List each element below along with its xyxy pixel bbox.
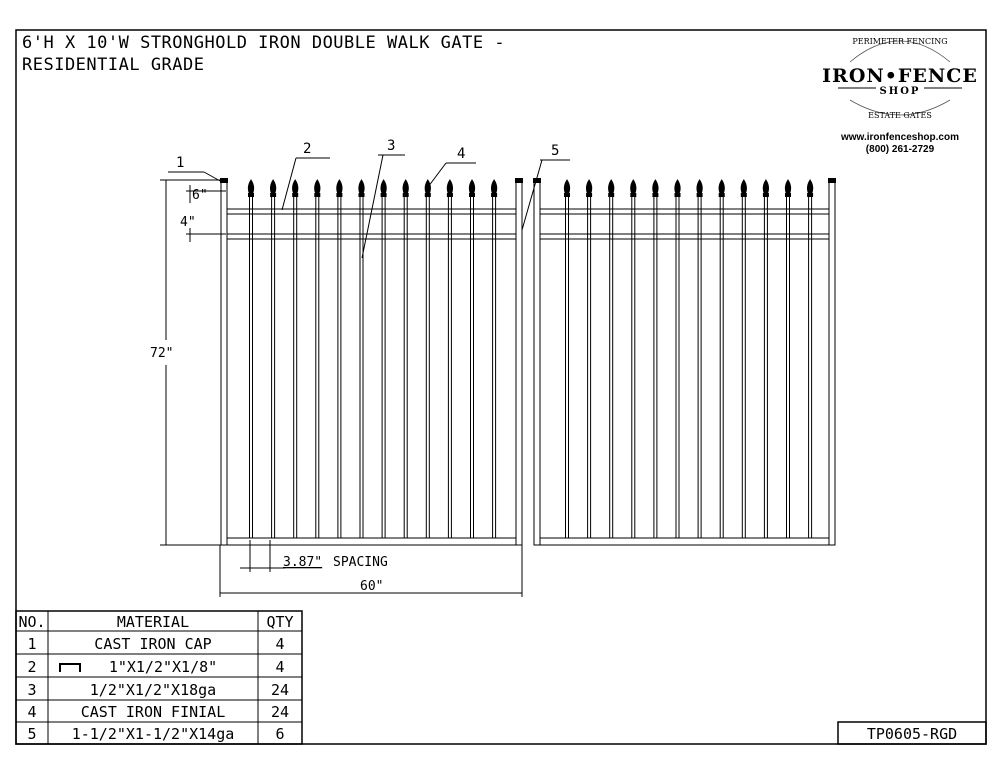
bottom-rail-left — [226, 537, 517, 546]
table-row-1-no: 1 — [27, 635, 36, 653]
post-left-outer — [220, 181, 228, 546]
finial-base-right-1 — [586, 193, 593, 197]
finial-base-left-11 — [491, 193, 498, 197]
finial-base-right-6 — [696, 193, 703, 197]
finial-base-right-5 — [674, 193, 681, 197]
finial-base-right-4 — [652, 193, 659, 197]
materials-table: NO. MATERIAL QTY 1 CAST IRON CAP 4 2 1"X… — [15, 610, 303, 745]
post-left-inner — [515, 181, 523, 546]
finial-base-right-3 — [630, 193, 637, 197]
table-row-3-no: 3 — [27, 681, 36, 699]
table-row-2-material: 1"X1/2"X1/8" — [109, 658, 217, 676]
dim-height: 72" — [150, 346, 173, 361]
logo-url: www.ironfenceshop.com — [840, 132, 959, 143]
logo-arc-bottom: ESTATE GATES — [868, 111, 932, 120]
post-right-inner — [533, 181, 541, 546]
dim-spacing: 3.87" — [283, 555, 322, 570]
sheet-border — [15, 29, 987, 745]
finial-base-right-10 — [785, 193, 791, 197]
logo-shop: SHOP — [880, 86, 921, 97]
dim-width: 60" — [360, 579, 383, 594]
finial-base-right-9 — [762, 193, 769, 197]
finial-base-left-3 — [314, 193, 321, 197]
table-header-qty: QTY — [266, 613, 293, 631]
table-row-5-material: 1-1/2"X1-1/2"X14ga — [72, 725, 235, 743]
table-row-5-no: 5 — [27, 725, 36, 743]
channel-icon — [59, 663, 81, 672]
bottom-rail-right — [539, 537, 830, 546]
logo-arc-top: PERIMETER FENCING — [852, 37, 947, 46]
table-row-5-qty: 6 — [275, 725, 284, 743]
logo-phone: (800) 261-2729 — [866, 144, 935, 155]
finial-base-left-0 — [248, 193, 254, 197]
table-row-2-qty: 4 — [275, 658, 284, 676]
finial-base-right-0 — [564, 193, 570, 197]
callout-2: 2 — [303, 141, 311, 157]
table-row-1-qty: 4 — [275, 635, 284, 653]
finial-base-right-11 — [807, 193, 814, 197]
dimension-lines — [160, 179, 523, 597]
post-right-outer — [828, 181, 836, 546]
finial-base-left-6 — [380, 193, 387, 197]
dim-spacing-label: SPACING — [333, 555, 388, 570]
callout-5: 5 — [551, 143, 559, 159]
post-right-inner-cap — [533, 178, 541, 183]
table-header-no: NO. — [18, 613, 45, 631]
dim-finial-height: 6" — [192, 188, 208, 203]
table-row-3-material: 1/2"X1/2"X18ga — [90, 681, 216, 699]
finial-base-left-7 — [402, 193, 409, 197]
company-logo: PERIMETER FENCING IRON•FENCE SHOP ESTATE… — [822, 37, 978, 155]
gate-drawing — [220, 178, 836, 546]
finial-base-right-7 — [718, 193, 725, 197]
table-row-1-material: CAST IRON CAP — [94, 635, 211, 653]
callout-3: 3 — [387, 138, 395, 154]
callout-4: 4 — [457, 146, 465, 162]
post-left-outer-cap — [220, 178, 228, 183]
finial-base-right-8 — [740, 193, 747, 197]
table-row-3-qty: 24 — [271, 681, 289, 699]
post-right-outer-cap — [828, 178, 836, 183]
finial-base-left-9 — [446, 193, 453, 197]
post-left-inner-cap — [515, 178, 523, 183]
drawing-number-box — [837, 721, 987, 745]
drawing-number: TP0605-RGD — [867, 725, 957, 743]
dim-rail-spacing: 4" — [180, 215, 196, 230]
finial-base-left-5 — [358, 193, 365, 197]
title-line-1: 6'H X 10'W STRONGHOLD IRON DOUBLE WALK G… — [22, 33, 505, 53]
table-row-2-no: 2 — [27, 658, 36, 676]
table-header-material: MATERIAL — [117, 613, 189, 631]
callout-1: 1 — [176, 155, 184, 171]
callout-leaders — [168, 154, 570, 259]
finial-base-left-8 — [424, 193, 431, 197]
finial-base-left-2 — [292, 193, 299, 197]
finial-base-left-10 — [469, 193, 475, 197]
table-row-4-no: 4 — [27, 703, 36, 721]
title-line-2: RESIDENTIAL GRADE — [22, 55, 205, 75]
table-row-4-qty: 24 — [271, 703, 289, 721]
finial-base-left-1 — [270, 193, 277, 197]
logo-name: IRON•FENCE — [822, 65, 978, 87]
table-row-4-material: CAST IRON FINIAL — [81, 703, 226, 721]
finial-base-left-4 — [336, 193, 343, 197]
finial-base-right-2 — [608, 193, 615, 197]
